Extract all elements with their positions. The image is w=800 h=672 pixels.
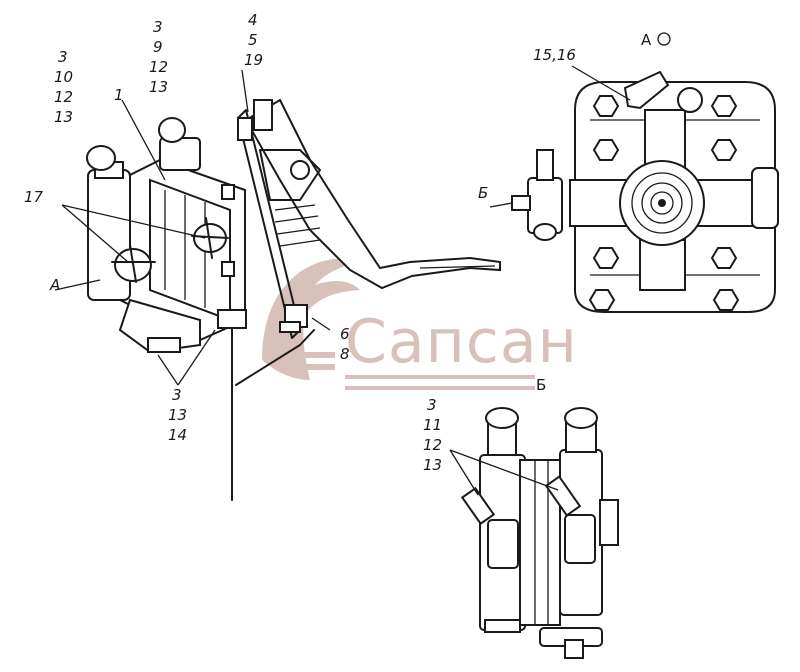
view-B-assembly xyxy=(460,407,619,659)
label-13b: 13 xyxy=(149,78,168,96)
watermark: Сапсан xyxy=(262,258,578,390)
label-13d: 13 xyxy=(423,456,442,474)
fitting-B1 xyxy=(460,486,519,569)
label-15-16: 15,16 xyxy=(533,46,576,64)
fitting-B2 xyxy=(544,475,596,564)
label-4: 4 xyxy=(248,11,258,29)
label-12a: 12 xyxy=(54,88,73,106)
label-12d: 12 xyxy=(423,436,442,454)
label-10: 10 xyxy=(54,68,73,86)
label-11: 11 xyxy=(423,416,442,434)
view-B-title: Б xyxy=(536,376,546,394)
label-12b: 12 xyxy=(149,58,168,76)
label-8: 8 xyxy=(340,345,350,363)
labels-left: 3 10 12 13 1 3 9 12 13 4 5 19 17 A 6 8 3… xyxy=(24,11,350,444)
label-3a: 3 xyxy=(58,48,68,66)
view-A-assembly xyxy=(511,70,779,313)
labels-view-B: Б 3 11 12 13 xyxy=(423,376,546,474)
label-3d: 3 xyxy=(427,396,437,414)
falcon-logo-icon xyxy=(262,258,360,380)
label-A: A xyxy=(49,276,60,294)
label-13c: 13 xyxy=(168,406,187,424)
label-6: 6 xyxy=(340,325,350,343)
watermark-text: Сапсан xyxy=(345,307,578,377)
leader-lines-view-B xyxy=(449,449,559,496)
label-3c: 3 xyxy=(172,386,182,404)
label-1: 1 xyxy=(114,86,124,104)
main-assembly xyxy=(86,98,501,501)
view-indicator-icon xyxy=(657,32,671,46)
leader-lines-view-A xyxy=(489,65,631,208)
fitting-17a xyxy=(111,244,156,283)
label-14: 14 xyxy=(168,426,187,444)
label-19: 19 xyxy=(244,51,263,69)
label-17: 17 xyxy=(24,188,44,206)
label-5: 5 xyxy=(248,31,258,49)
label-13a: 13 xyxy=(54,108,73,126)
view-A-title: А xyxy=(641,31,652,49)
label-9: 9 xyxy=(153,38,163,56)
label-B-arrow: Б xyxy=(478,184,488,202)
fitting-17b xyxy=(191,217,229,259)
labels-view-A: 15,16 А Б xyxy=(478,31,671,202)
leader-lines-left xyxy=(54,69,331,386)
label-3b: 3 xyxy=(153,18,163,36)
